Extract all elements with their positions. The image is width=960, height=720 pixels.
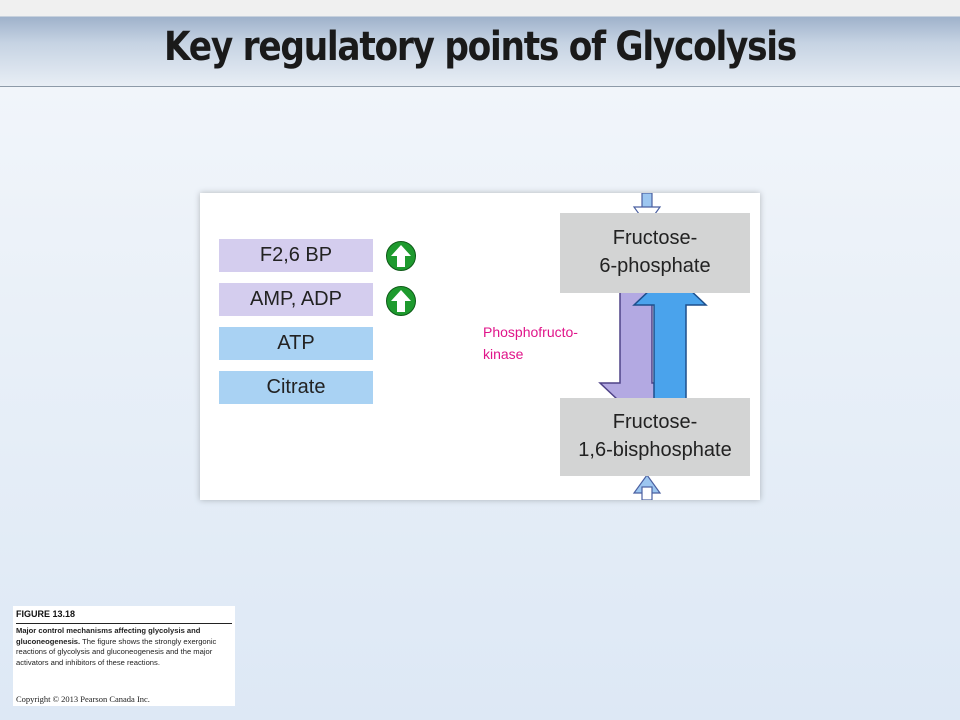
up-arrow-icon — [386, 286, 416, 316]
up-arrow-icon — [386, 241, 416, 271]
enzyme-label-line2: kinase — [483, 346, 524, 362]
caption-label: FIGURE 13.18 — [16, 609, 76, 619]
substrate-line1: Fructose- — [612, 227, 698, 249]
product-box: Fructose- 1,6-bisphosphate — [560, 398, 750, 476]
caption-text: Major control mechanisms affecting glyco… — [16, 626, 232, 668]
caption-body-text: The figure shows the strongly exergonic … — [16, 636, 217, 667]
slide-title: Key regulatory points of Glycolysis — [164, 24, 797, 70]
regulator-atp: ATP — [219, 327, 373, 360]
pathway-figure: F2,6 BP AMP, ADP ATP Citrate Phosphofruc… — [200, 193, 760, 500]
figure-caption: FIGURE 13.18 Major control mechanisms af… — [13, 606, 235, 706]
substrate-box: Fructose- 6-phosphate — [560, 213, 750, 293]
product-line1: Fructose- — [612, 411, 698, 433]
copyright-text: Copyright © 2013 Pearson Canada Inc. — [16, 694, 150, 704]
regulator-amp-adp: AMP, ADP — [219, 283, 373, 316]
caption-divider — [16, 623, 232, 624]
outgoing-flux-arrow — [632, 473, 662, 500]
enzyme-label-line1: Phosphofructo- — [483, 324, 578, 340]
regulator-f26bp: F2,6 BP — [219, 239, 373, 272]
enzyme-label: Phosphofructo- kinase — [483, 321, 578, 365]
substrate-line2: 6-phosphate — [599, 255, 711, 277]
title-bar: Key regulatory points of Glycolysis — [0, 0, 960, 87]
product-line2: 1,6-bisphosphate — [578, 439, 732, 461]
regulator-citrate: Citrate — [219, 371, 373, 404]
caption-bold-text: Major control mechanisms affecting glyco… — [16, 626, 201, 646]
